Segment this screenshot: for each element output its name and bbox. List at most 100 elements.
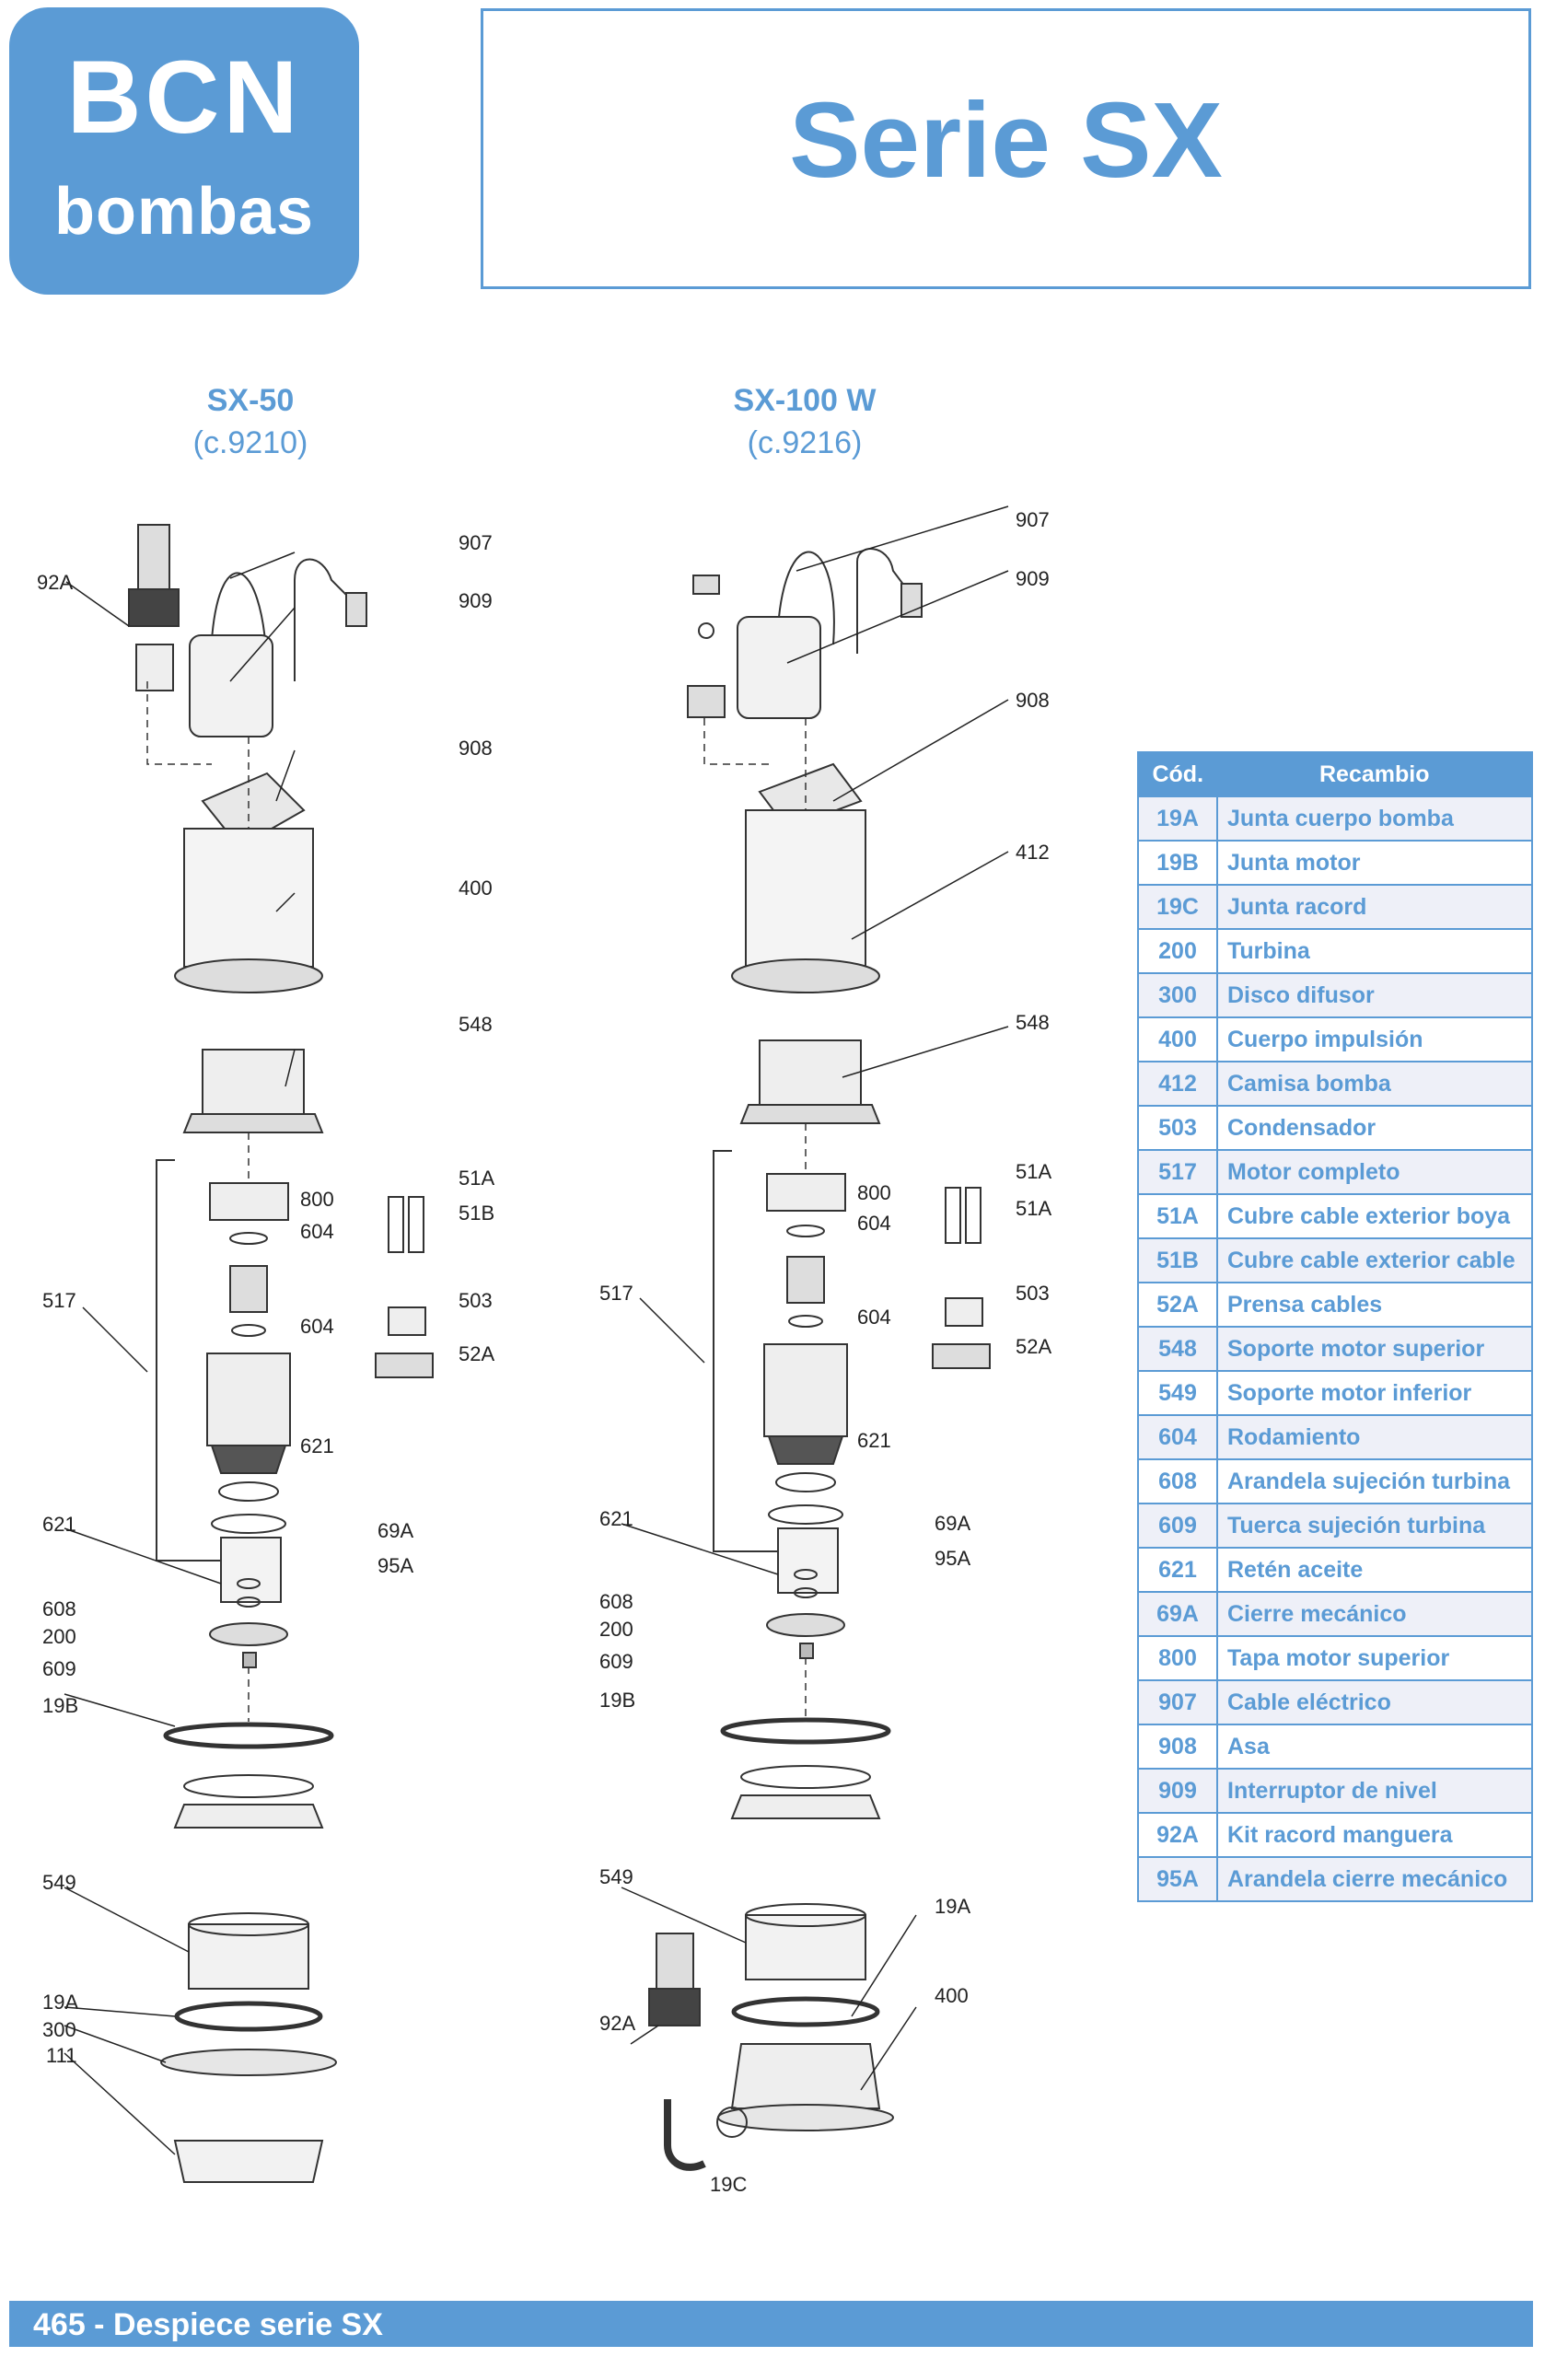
part-label: 51A (1016, 1197, 1051, 1220)
part-label: 517 (599, 1282, 633, 1305)
part-code: 909 (1138, 1768, 1218, 1813)
part-label: 412 (1016, 841, 1050, 864)
part-name: Soporte motor inferior (1217, 1370, 1532, 1415)
model-title-right: SX-100 W (c.9216) (639, 379, 970, 464)
part-name: Arandela cierre mecánico (1217, 1856, 1532, 1901)
model-name: SX-100 W (733, 383, 877, 418)
part-name: Soporte motor superior (1217, 1326, 1532, 1371)
footer-bar: 465 - Despiece serie SX (9, 2301, 1533, 2347)
part-label: 609 (42, 1657, 76, 1680)
part-code: 19A (1138, 795, 1218, 841)
part-code: 503 (1138, 1105, 1218, 1150)
part-code: 549 (1138, 1370, 1218, 1415)
page-title: Serie SX (789, 80, 1223, 200)
part-name: Junta cuerpo bomba (1217, 795, 1532, 841)
exploded-diagram-left: 92A 907 909 908 400 548 51A 51B 800 604 … (37, 524, 494, 2183)
part-label: 549 (599, 1865, 633, 1888)
part-label: 604 (300, 1315, 334, 1338)
part-code: 548 (1138, 1326, 1218, 1371)
part-name: Disco difusor (1217, 972, 1532, 1017)
part-name: Camisa bomba (1217, 1061, 1532, 1106)
part-code: 300 (1138, 972, 1218, 1017)
part-name: Tapa motor superior (1217, 1635, 1532, 1680)
part-label: 604 (857, 1306, 891, 1329)
part-code: 907 (1138, 1679, 1218, 1724)
part-label: 95A (377, 1554, 413, 1577)
part-label: 52A (459, 1342, 494, 1365)
footer-text: 465 - Despiece serie SX (33, 2307, 383, 2342)
part-name: Interruptor de nivel (1217, 1768, 1532, 1813)
part-name: Cuerpo impulsión (1217, 1016, 1532, 1062)
logo-line-2: bombas (53, 175, 315, 249)
part-label: 549 (42, 1871, 76, 1894)
part-label: 800 (857, 1181, 891, 1204)
part-code: 92A (1138, 1812, 1218, 1857)
part-code: 517 (1138, 1149, 1218, 1194)
part-label: 200 (42, 1625, 76, 1648)
part-code: 51A (1138, 1193, 1218, 1238)
part-label: 95A (935, 1547, 970, 1570)
part-name: Prensa cables (1217, 1282, 1532, 1327)
part-name: Cubre cable exterior boya (1217, 1193, 1532, 1238)
model-code: (c.9216) (747, 425, 863, 460)
part-name: Turbina (1217, 928, 1532, 973)
part-code: 604 (1138, 1414, 1218, 1459)
part-label: 608 (599, 1590, 633, 1613)
part-label: 548 (459, 1013, 493, 1036)
part-label: 621 (857, 1429, 891, 1452)
part-name: Asa (1217, 1724, 1532, 1769)
part-label: 909 (1016, 567, 1050, 590)
part-label: 200 (599, 1618, 633, 1641)
part-name: Junta motor (1217, 840, 1532, 885)
part-name: Cubre cable exterior cable (1217, 1237, 1532, 1283)
part-label: 51A (459, 1167, 494, 1190)
part-label: 517 (42, 1289, 76, 1312)
part-code: 95A (1138, 1856, 1218, 1901)
part-code: 621 (1138, 1547, 1218, 1592)
part-name: Cable eléctrico (1217, 1679, 1532, 1724)
model-code: (c.9210) (192, 425, 308, 460)
part-label: 800 (300, 1188, 334, 1211)
model-name: SX-50 (206, 383, 295, 418)
part-code: 19C (1138, 884, 1218, 929)
part-name: Arandela sujeción turbina (1217, 1458, 1532, 1504)
part-label: 69A (377, 1519, 413, 1542)
part-code: 69A (1138, 1591, 1218, 1636)
part-label: 400 (935, 1984, 969, 2007)
part-label: 111 (46, 2044, 76, 2067)
brand-logo: BCN bombas (9, 7, 359, 295)
part-name: Condensador (1217, 1105, 1532, 1150)
part-code: 200 (1138, 928, 1218, 973)
part-label: 609 (599, 1650, 633, 1673)
exploded-diagram-right: 907 909 908 412 548 51A 51A 800 604 517 … (599, 505, 1051, 2196)
part-label: 400 (459, 877, 493, 900)
part-label: 909 (459, 589, 493, 612)
part-code: 412 (1138, 1061, 1218, 1106)
part-code: 800 (1138, 1635, 1218, 1680)
part-name: Retén aceite (1217, 1547, 1532, 1592)
part-label: 907 (1016, 508, 1050, 531)
part-code: 19B (1138, 840, 1218, 885)
part-label: 300 (42, 2018, 76, 2041)
part-label: 51A (1016, 1160, 1051, 1183)
part-name: Rodamiento (1217, 1414, 1532, 1459)
part-label: 503 (459, 1289, 493, 1312)
